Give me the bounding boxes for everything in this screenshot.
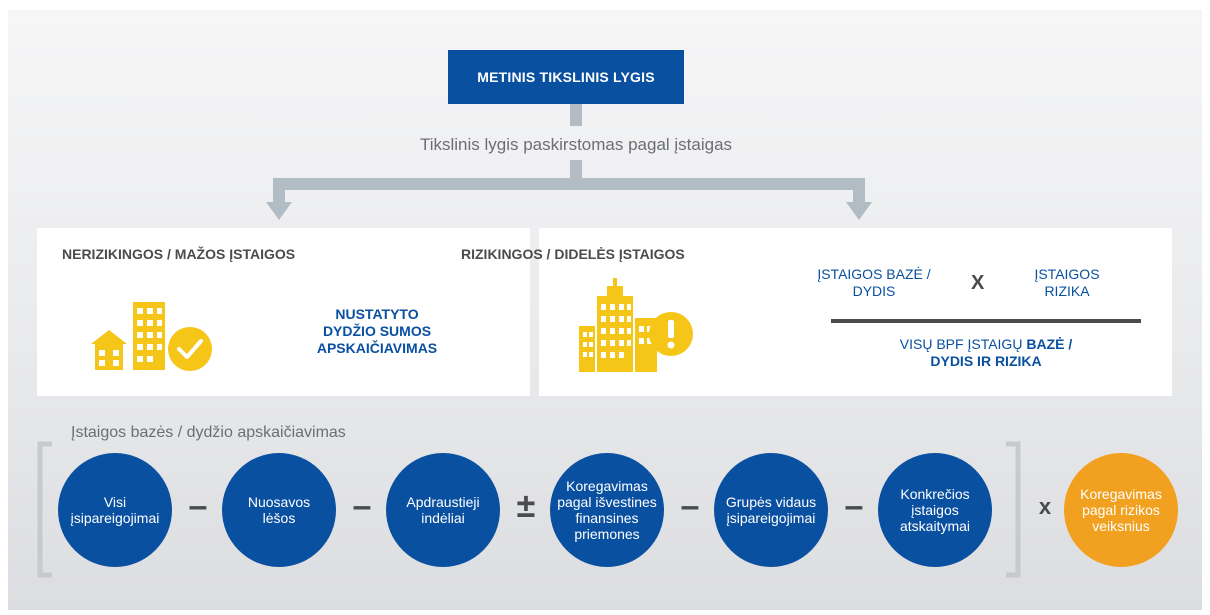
fixed-amount-calculation: NUSTATYTO DYDŽIO SUMOS APSKAIČIAVIMAS [292, 306, 462, 357]
term-line: veiksnius [1092, 518, 1150, 534]
formula-term-derivatives-adjustment: Koregavimas pagal išvestines finansines … [550, 453, 664, 567]
term-line: priemones [574, 526, 640, 542]
term-line: Grupės vidaus [725, 494, 817, 510]
term-line: pagal išvestines [557, 494, 657, 510]
fixed-amount-line1: NUSTATYTO [335, 306, 419, 322]
term-line: Apdraustieji [406, 494, 480, 510]
fixed-amount-line3: APSKAIČIAVIMAS [316, 340, 438, 356]
formula-term-specific-deductions: Konkrečios įstaigos atskaitymai [878, 453, 992, 567]
formula-term-total-liabilities: Visi įsipareigojimai [58, 453, 172, 567]
term-line: pagal rizikos [1082, 502, 1160, 518]
term-line: Koregavimas [1080, 486, 1162, 502]
high-risk-title: RIZIKINGOS / DIDELĖS ĮSTAIGOS [461, 246, 685, 262]
denominator-line2: DYDIS IR RIZIKA [930, 353, 1042, 369]
term-line: įsipareigojimai [726, 510, 816, 526]
fixed-amount-line2: DYDŽIO SUMOS [322, 323, 432, 339]
institution-risk-line2: RIZIKA [1044, 283, 1090, 299]
formula-term-risk-adjustment: Koregavimas pagal rizikos veiksnius [1064, 453, 1178, 567]
institution-base-line1: ĮSTAIGOS BAZĖ / [817, 266, 931, 282]
term-line: lėšos [262, 510, 296, 526]
formula-term-own-funds: Nuosavos lėšos [222, 453, 336, 567]
institution-base-size: ĮSTAIGOS BAZĖ / DYDIS [809, 266, 939, 300]
formula-term-covered-deposits: Apdraustieji indėliai [386, 453, 500, 567]
term-line: indėliai [421, 510, 465, 526]
term-line: Visi [103, 494, 127, 510]
term-line: Konkrečios [900, 486, 970, 502]
term-line: įstaigos [911, 502, 959, 518]
low-risk-title: NERIZIKINGOS / MAŽOS ĮSTAIGOS [62, 246, 296, 262]
term-line: finansines [575, 510, 639, 526]
all-institutions-denominator: VISŲ BPF ĮSTAIGŲ BAZĖ / DYDIS IR RIZIKA [831, 336, 1141, 370]
term-line: įsipareigojimai [70, 510, 160, 526]
multiply-sign: X [971, 272, 985, 294]
formula-operator-minus: – [844, 487, 864, 525]
formula-operator-plus-minus: ± [516, 487, 536, 525]
target-level-title: METINIS TIKSLINIS LYGIS [477, 69, 655, 85]
formula-operator-minus: – [680, 487, 700, 525]
formula-operator-minus: – [352, 487, 372, 525]
distribution-caption: Tikslinis lygis paskirstomas pagal įstai… [419, 135, 733, 154]
high-risk-panel: ĮSTAIGOS BAZĖ / DYDIS X ĮSTAIGOS RIZIKA … [539, 228, 1172, 396]
target-level-box: METINIS TIKSLINIS LYGIS [448, 50, 684, 104]
buildings-check-icon [91, 302, 212, 371]
term-line: atskaitymai [899, 518, 971, 534]
institution-risk-line1: ĮSTAIGOS [1034, 266, 1100, 282]
formula-caption: Įstaigos bazės / dydžio apskaičiavimas [71, 424, 346, 441]
denominator-bold-text: BAZĖ / [1026, 336, 1073, 352]
institution-base-line2: DYDIS [852, 283, 896, 299]
fraction-bar [831, 319, 1141, 323]
formula-operator-times: x [1038, 494, 1052, 519]
term-line: Nuosavos [247, 494, 311, 510]
skyscraper-warning-icon [579, 278, 693, 372]
denominator-normal-text: VISŲ BPF ĮSTAIGŲ [899, 336, 1027, 352]
institution-risk: ĮSTAIGOS RIZIKA [1017, 266, 1117, 300]
low-risk-panel: NERIZIKINGOS / MAŽOS ĮSTAIGOS NUSTATYTO … [37, 228, 530, 396]
formula-operator-minus: – [188, 487, 208, 525]
term-line: Koregavimas [566, 478, 648, 494]
denominator-line1: VISŲ BPF ĮSTAIGŲ BAZĖ / [831, 336, 1141, 353]
formula-term-intragroup-liabilities: Grupės vidaus įsipareigojimai [714, 453, 828, 567]
